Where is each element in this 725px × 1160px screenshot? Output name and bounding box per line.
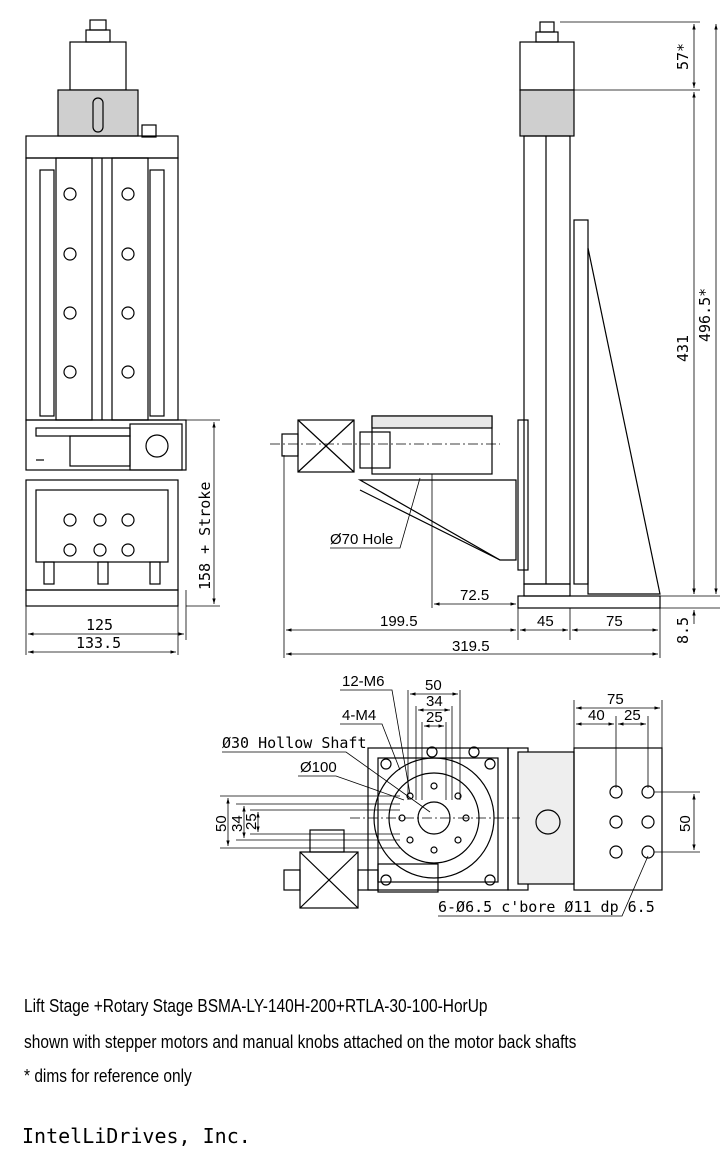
dim-75: 75	[606, 613, 623, 630]
dim-top-50: 50	[425, 677, 442, 694]
dim-left-50: 50	[213, 815, 230, 832]
bolt-holes	[63, 187, 135, 379]
front-view-dimensions	[25, 419, 220, 655]
dim-431: 431	[674, 335, 692, 362]
dim-left-34: 34	[229, 815, 246, 832]
top-view	[283, 746, 663, 909]
dim-319-5: 319.5	[452, 638, 490, 655]
side-view	[281, 21, 661, 609]
company-name: IntelLiDrives, Inc.	[22, 1124, 251, 1148]
dim-199-5: 199.5	[380, 613, 418, 630]
label-d100: Ø100	[300, 759, 337, 776]
dim-45: 45	[537, 613, 554, 630]
label-4-m4: 4-M4	[342, 707, 376, 724]
dim-stroke: 158 + Stroke	[196, 482, 214, 590]
dim-right-40: 40	[588, 707, 605, 724]
dim-496-5: 496.5*	[696, 288, 714, 342]
dim-57: 57*	[674, 43, 692, 70]
dim-72-5: 72.5	[460, 587, 489, 604]
dim-top-34: 34	[426, 693, 443, 710]
caption-description: shown with stepper motors and manual kno…	[24, 1032, 577, 1052]
caption-title: Lift Stage +Rotary Stage BSMA-LY-140H-20…	[24, 996, 488, 1016]
label-cbore: 6-Ø6.5 c'bore Ø11 dp 6.5	[438, 898, 655, 916]
dim-top-25: 25	[426, 709, 443, 726]
dim-125: 125	[86, 616, 113, 634]
dim-right-75: 75	[607, 691, 624, 708]
dim-right-25: 25	[624, 707, 641, 724]
side-view-dimensions	[270, 21, 720, 658]
dim-8-5: 8.5	[674, 617, 692, 644]
hole-label: Ø70 Hole	[330, 531, 393, 548]
caption-note: * dims for reference only	[24, 1066, 192, 1086]
top-view-dimensions	[220, 689, 700, 917]
dim-133-5: 133.5	[76, 634, 121, 652]
label-hollow-shaft: Ø30 Hollow Shaft	[222, 734, 367, 752]
dim-right-50: 50	[677, 815, 694, 832]
front-view	[25, 19, 187, 607]
dim-left-25: 25	[243, 813, 260, 830]
label-12-m6: 12-M6	[342, 673, 385, 690]
